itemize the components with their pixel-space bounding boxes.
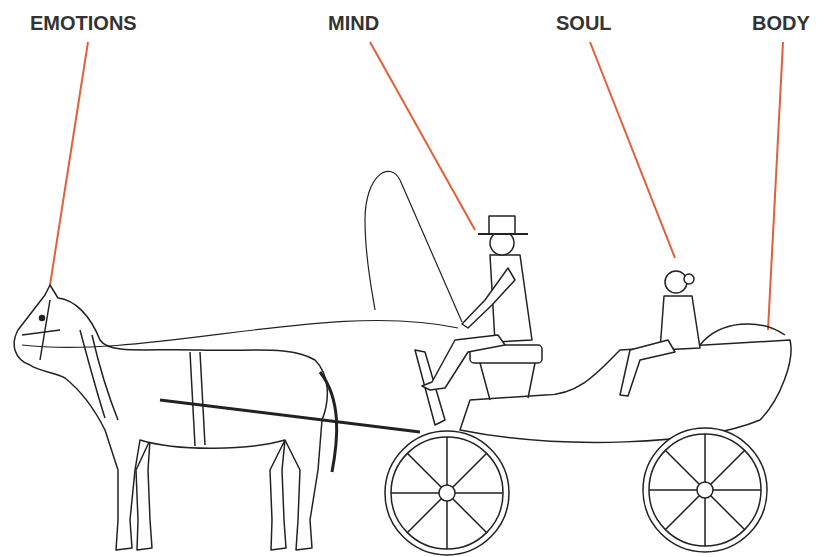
part-label: MIND	[328, 12, 379, 34]
driver	[365, 171, 532, 390]
part-label: SOUL	[556, 12, 612, 34]
leader-line	[50, 42, 88, 285]
passenger	[620, 271, 700, 396]
leader-line	[590, 42, 675, 258]
part-label: BODY	[752, 12, 810, 34]
wheels	[385, 428, 767, 555]
leader-line	[370, 42, 475, 230]
leader-line	[768, 42, 783, 330]
part-label: EMOTIONS	[30, 12, 137, 34]
leader-lines	[50, 42, 783, 330]
carriage	[415, 324, 791, 442]
